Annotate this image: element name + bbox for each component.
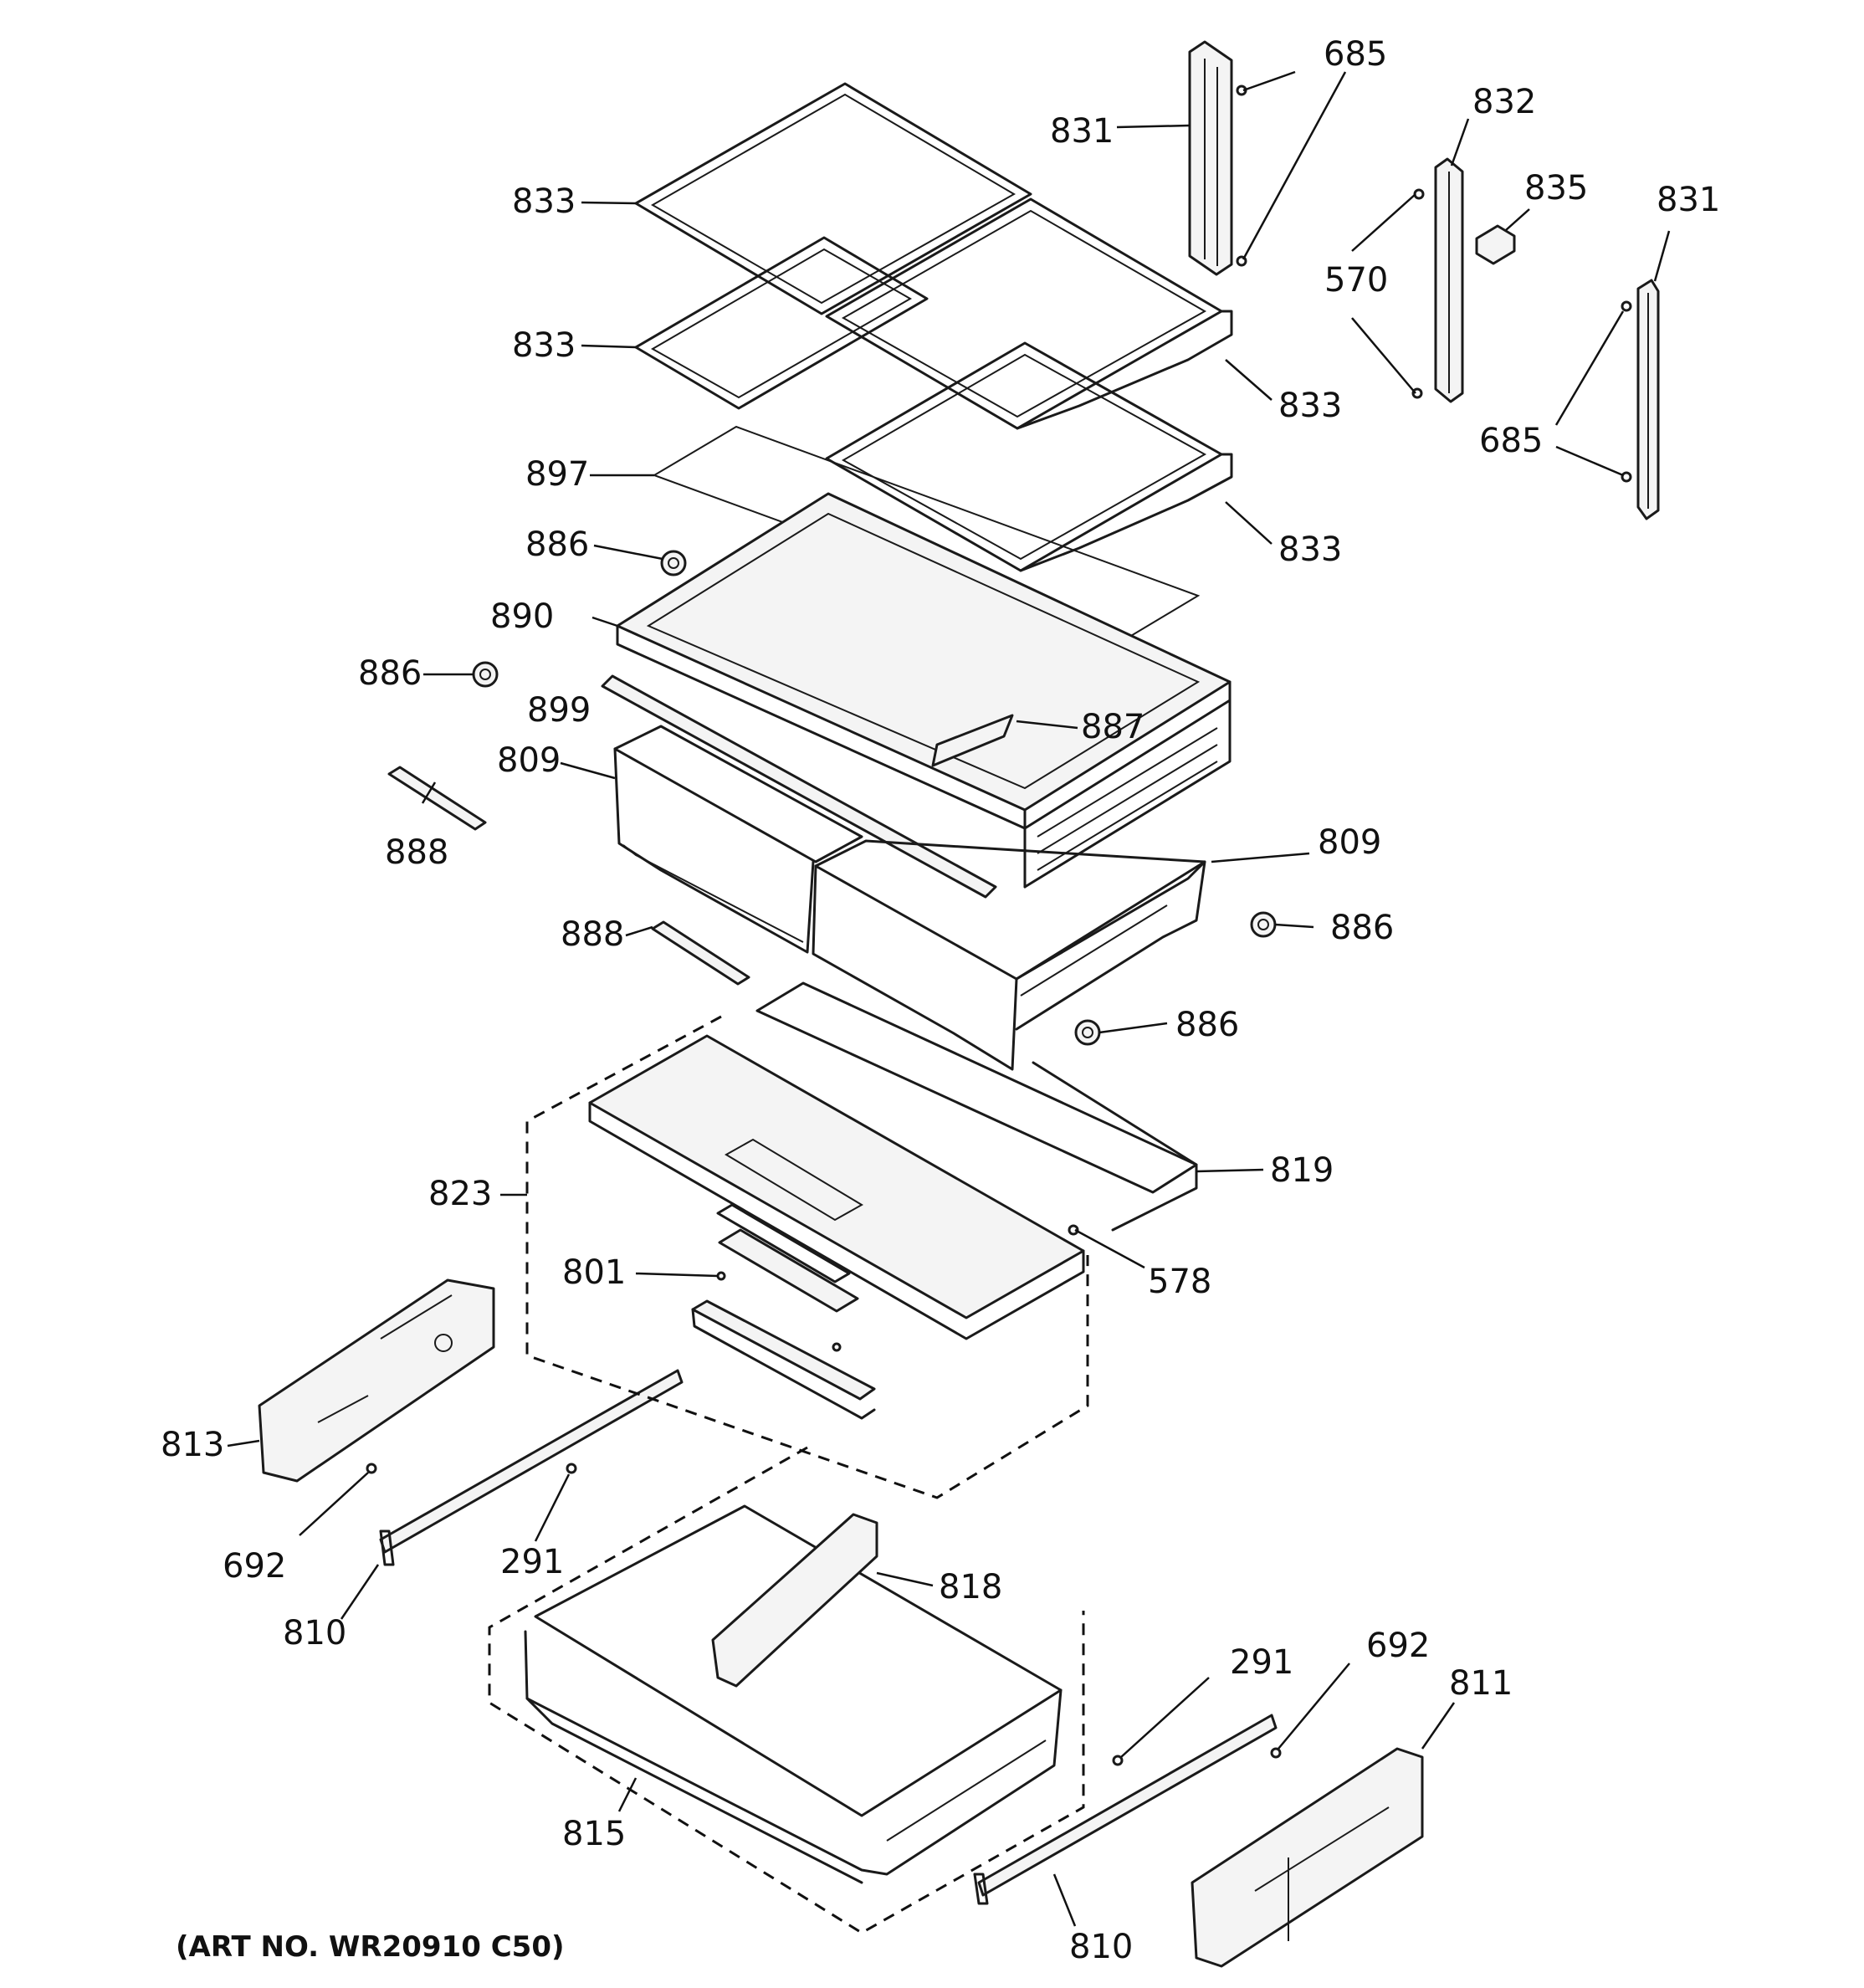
- callout-886-top: 886: [525, 525, 589, 564]
- callout-899: 899: [527, 691, 591, 730]
- callout-833-b: 833: [512, 326, 576, 365]
- callout-831-left: 831: [1050, 112, 1114, 151]
- callout-886-lower: 886: [1175, 1006, 1239, 1044]
- callout-831-right: 831: [1657, 181, 1720, 219]
- slide-888-lower: [651, 920, 750, 986]
- glass-shelf-lower-right: [825, 341, 1233, 572]
- glass-shelf-upper-left: [634, 82, 1032, 315]
- callout-897: 897: [525, 455, 589, 494]
- callout-823: 823: [428, 1175, 492, 1213]
- shelf-bracket-clip: [1475, 224, 1516, 265]
- callout-692-left: 692: [223, 1547, 286, 1586]
- slide-rail-left: [379, 1369, 684, 1566]
- callout-888-lower: 888: [561, 915, 624, 954]
- roller-886-lower: [1074, 1019, 1101, 1046]
- shelf-ladder-center: [1434, 157, 1464, 403]
- callout-818: 818: [939, 1568, 1002, 1606]
- callout-819: 819: [1270, 1151, 1334, 1190]
- drawer-divider-887: [931, 714, 1014, 767]
- callout-833-a: 833: [512, 182, 576, 221]
- crisper-cover-frame: [616, 492, 1232, 889]
- callout-890: 890: [490, 597, 554, 636]
- drawer-bracket-811: [1191, 1747, 1424, 1968]
- callout-809-right: 809: [1318, 823, 1381, 862]
- assembly-outline-815: [488, 1446, 1085, 1934]
- glass-shelf-upper-right: [825, 197, 1233, 430]
- callout-685-right: 685: [1479, 422, 1543, 460]
- control-board-801: [716, 1203, 859, 1352]
- callout-809-left: 809: [497, 741, 561, 780]
- callout-813: 813: [161, 1426, 224, 1464]
- roller-886-left: [472, 661, 499, 688]
- basket-divider-818: [711, 1513, 878, 1688]
- callout-810-right: 810: [1069, 1928, 1133, 1966]
- crisper-drawer-right: [812, 839, 1206, 1071]
- callout-887: 887: [1081, 708, 1145, 746]
- callout-886-left: 886: [358, 654, 422, 693]
- glass-shelf-lower-left: [634, 236, 929, 410]
- callout-291-right: 291: [1230, 1643, 1293, 1682]
- callout-811: 811: [1449, 1664, 1513, 1703]
- callout-810-left: 810: [283, 1614, 346, 1652]
- control-bracket: [691, 1299, 876, 1420]
- callout-888-upper: 888: [385, 833, 448, 872]
- screws-lower: [366, 1463, 1282, 1766]
- callout-578: 578: [1148, 1263, 1211, 1301]
- callout-886-right: 886: [1330, 909, 1394, 947]
- leader-lines: [227, 70, 1671, 1927]
- shelf-ladder-left: [1188, 40, 1233, 276]
- slide-rail-right: [973, 1714, 1278, 1905]
- freezer-basket-815: [524, 1504, 1063, 1884]
- callout-685-top: 685: [1324, 35, 1387, 74]
- callout-833-c: 833: [1278, 387, 1342, 425]
- callout-833-d: 833: [1278, 530, 1342, 569]
- roller-886-right: [1250, 911, 1277, 938]
- shelf-ladder-right: [1636, 279, 1660, 520]
- roller-886-top: [660, 550, 687, 576]
- assembly-outline-823: [525, 1015, 1089, 1499]
- drawer-cover-819: [755, 981, 1198, 1232]
- callout-815: 815: [562, 1815, 626, 1853]
- crisper-drawer-left: [613, 725, 863, 954]
- callout-835: 835: [1524, 169, 1588, 208]
- control-cover-823: [588, 1034, 1085, 1340]
- screw-578: [1068, 1224, 1079, 1236]
- callout-570: 570: [1324, 261, 1388, 300]
- callout-832: 832: [1472, 83, 1536, 121]
- callout-291-left: 291: [500, 1543, 564, 1581]
- slide-888-left: [387, 766, 487, 831]
- art-number: (ART NO. WR20910 C50): [176, 1930, 565, 1964]
- callout-801: 801: [562, 1253, 626, 1292]
- callout-692-right: 692: [1366, 1627, 1430, 1665]
- drawer-bracket-813: [258, 1278, 495, 1483]
